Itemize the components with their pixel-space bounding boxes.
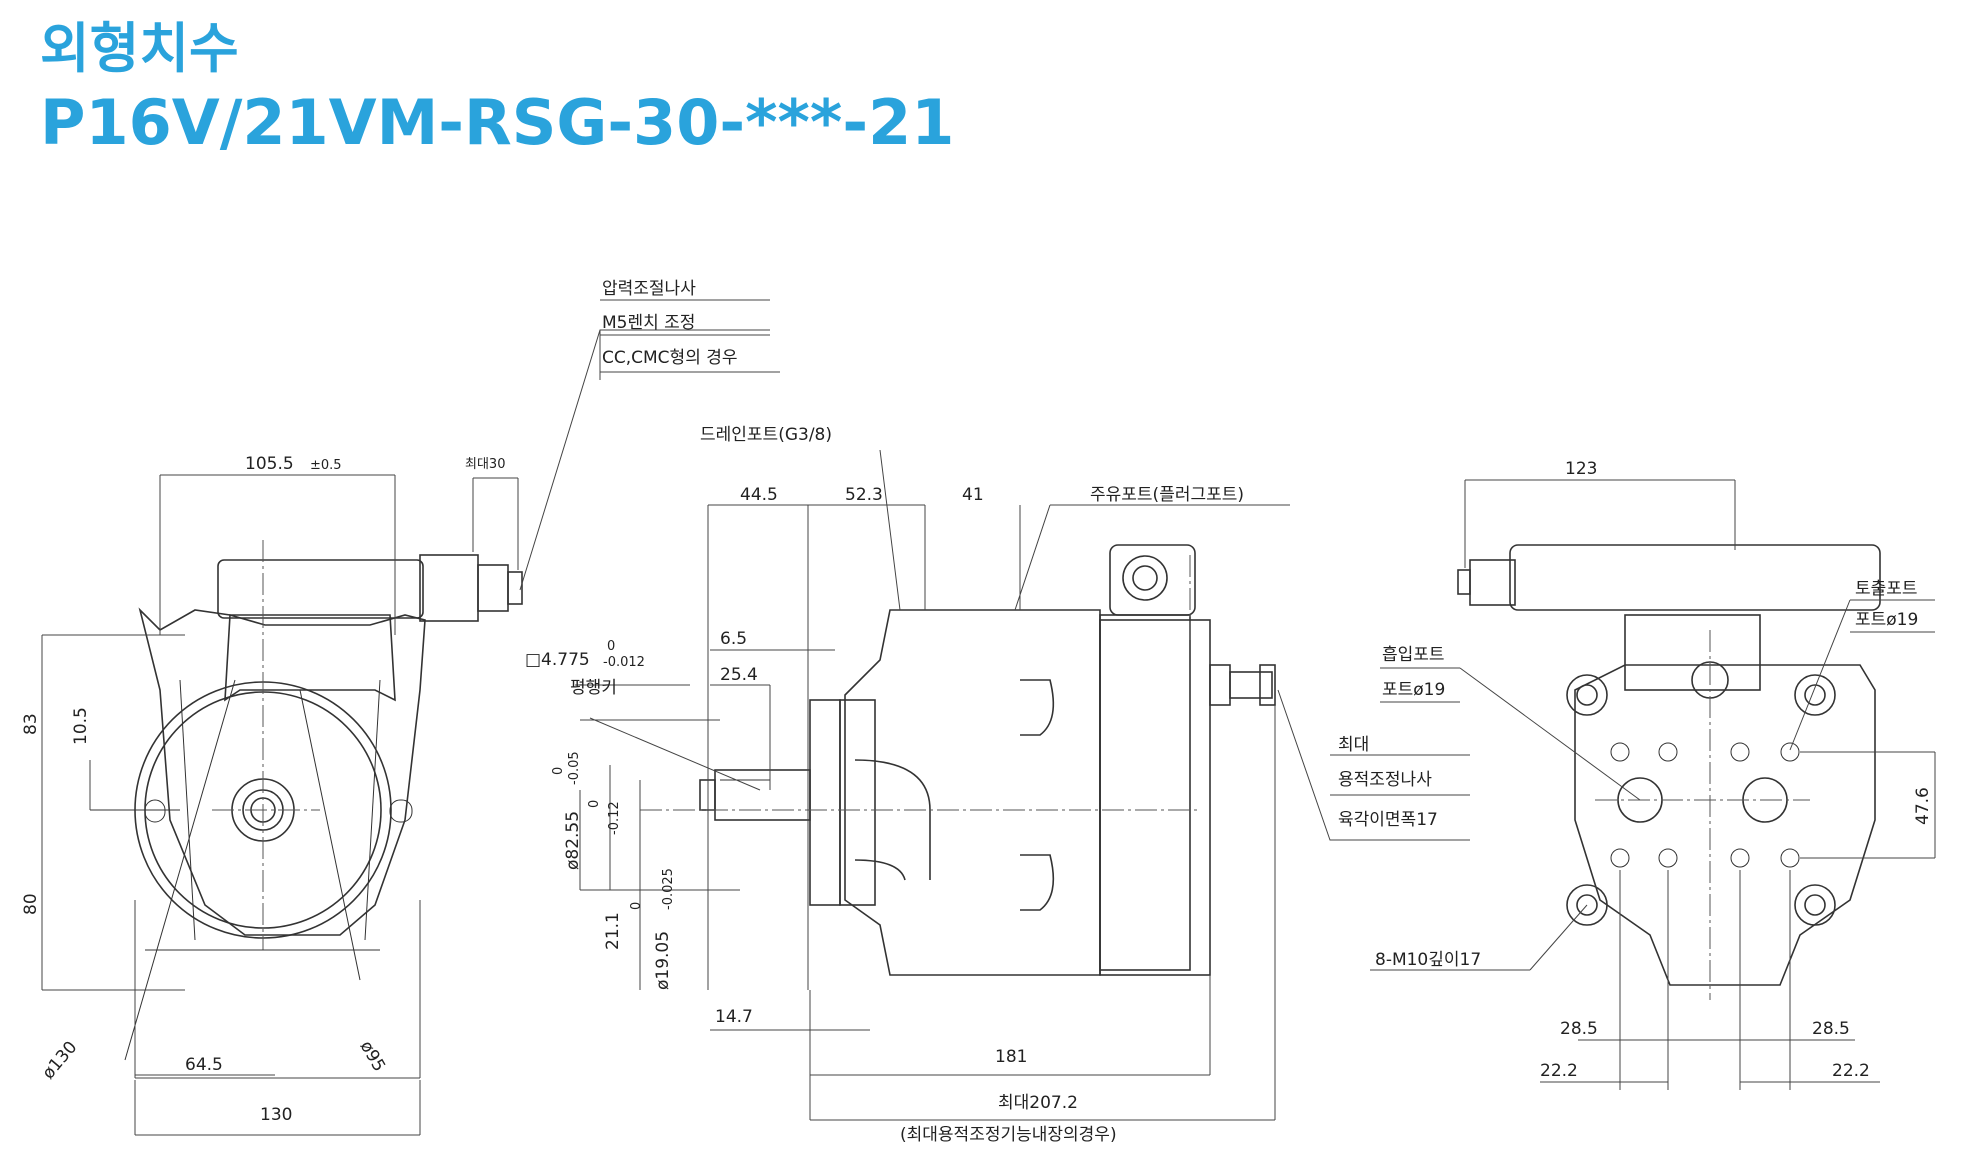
dim-28-5-left: 28.5 [1560,1019,1598,1039]
label-key-tol-top: 0 [607,639,615,654]
label-pressure-adj-1: 압력조절나사 [602,279,696,299]
dim-22-2-left: 22.2 [1540,1061,1578,1081]
label-discharge-size: 포트ø19 [1855,610,1918,630]
dim-80: 80 [21,893,41,915]
label-suction-size: 포트ø19 [1382,680,1445,700]
dim-14-7: 14.7 [715,1007,753,1027]
dim-82-tol-a: 0 [551,767,566,775]
label-parallel-key: 평행키 [570,678,617,698]
label-hex-17: 육각이면폭17 [1338,810,1438,830]
dim-123: 123 [1565,459,1597,479]
dim-19-tol-b: -0.025 [661,868,676,910]
dim-10-5: 10.5 [71,707,91,745]
dim-22-2-right: 22.2 [1832,1061,1870,1081]
dim-44-5: 44.5 [740,485,778,505]
label-drain-port: 드레인포트(G3/8) [700,425,832,445]
dim-82-55: ø82.55 [563,811,583,870]
label-max-total-note: (최대용적조정기능내장의경우) [900,1125,1117,1145]
dim-41: 41 [962,485,984,505]
front-view [41,299,780,1136]
label-max-total: 최대207.2 [998,1093,1078,1113]
label-discharge-port: 토출포트 [1855,579,1918,599]
dim-21-tol-a: 0 [587,800,602,808]
dim-82-tol-b: -0.05 [567,751,582,785]
dim-130-dia: ø130 [39,1038,82,1084]
page-title-korean: 외형치수 [40,17,239,80]
dim-6-5: 6.5 [720,629,747,649]
dim-47-6: 47.6 [1913,787,1933,825]
dim-25-4: 25.4 [720,665,758,685]
label-pressure-adj-2: M5렌치 조정 [602,313,695,333]
dim-130: 130 [260,1105,292,1125]
label-fill-port: 주유포트(플러그포트) [1090,485,1244,505]
dim-83: 83 [21,713,41,735]
dim-28-5-right: 28.5 [1812,1019,1850,1039]
dim-105-5: 105.5 [245,454,294,474]
label-suction-port: 흡입포트 [1382,645,1445,665]
side-view [575,449,1470,1121]
dim-64-5: 64.5 [185,1055,223,1075]
page-title-model: P16V/21VM-RSG-30-***-21 [40,86,955,159]
label-key-size: □4.775 [525,650,590,670]
dim-95-dia: ø95 [356,1038,389,1076]
dim-max30: 최대30 [465,457,505,472]
dim-19-tol-a: 0 [629,902,644,910]
dim-105-tol: ±0.5 [310,458,342,473]
dim-52-3: 52.3 [845,485,883,505]
label-bolt-holes: 8-M10깊이17 [1375,950,1481,970]
dim-181: 181 [995,1047,1027,1067]
label-max: 최대 [1338,735,1369,755]
port-view [1370,479,1936,1090]
dim-19-05: ø19.05 [653,931,673,990]
label-key-tol: -0.012 [603,655,645,670]
dim-21-tol-b: -0.12 [607,801,622,835]
label-pressure-adj-3: CC,CMC형의 경우 [602,348,738,368]
dim-21-1: 21.1 [603,912,623,950]
label-vol-adj-screw: 용적조정나사 [1338,770,1432,790]
